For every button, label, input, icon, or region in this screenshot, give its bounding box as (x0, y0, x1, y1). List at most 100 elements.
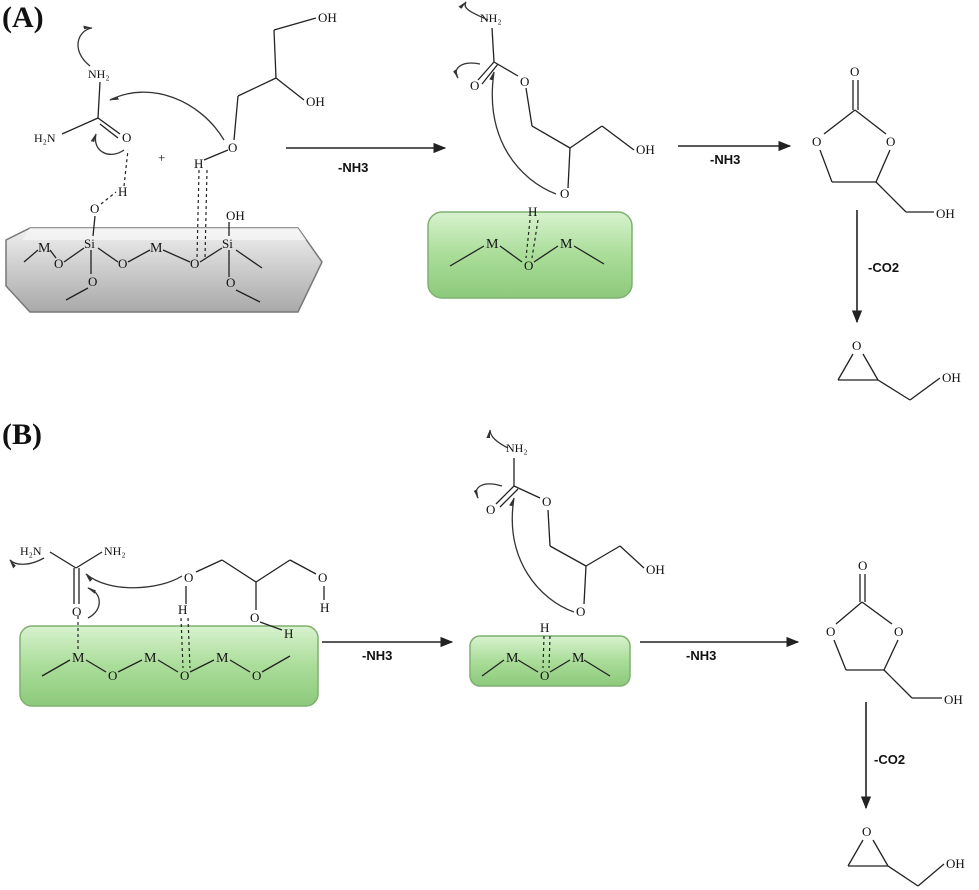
curly-arrow (486, 429, 509, 449)
oxygen-atom: O (190, 256, 199, 271)
oxygen-atom: O (252, 668, 261, 683)
metal-oxide-surface-a (427, 211, 633, 299)
ring-oxygen: O (886, 134, 895, 149)
curly-arrow (90, 133, 125, 155)
metal-atom: M (572, 651, 585, 666)
hydroxyl-group: OH (646, 562, 665, 577)
curly-arrow (85, 573, 183, 589)
curly-arrow (453, 62, 481, 79)
hydrogen-atom: H (194, 156, 203, 171)
glycerol-bonds-b (185, 559, 325, 631)
curly-arrow (87, 587, 100, 619)
curly-arrow (509, 497, 575, 613)
amine-group: NH₂ (480, 11, 502, 25)
epoxide-oxygen: O (852, 338, 861, 353)
hydroxyl-oxygen: O (250, 610, 259, 625)
urea-bonds-b (49, 551, 103, 604)
metal-atom: M (38, 241, 51, 256)
carbonyl-oxygen: O (470, 78, 479, 93)
hydroxyl-oxygen: O (318, 570, 327, 585)
oxygen-atom: O (540, 668, 549, 683)
oxygen-atom: O (524, 258, 533, 273)
hydroxyl-group: OH (944, 692, 963, 707)
hydroxyl-group: OH (226, 208, 245, 223)
hydroxyl-oxygen: O (184, 570, 193, 585)
alkoxide-oxygen: O (576, 604, 585, 619)
curly-arrow (9, 557, 45, 569)
ester-oxygen: O (520, 74, 529, 89)
step-label-nh3: -NH3 (686, 648, 716, 663)
metal-atom: M (486, 237, 499, 252)
hydrogen-atom: H (528, 204, 537, 219)
step-label-nh3: -NH3 (710, 152, 740, 167)
ring-oxygen: O (826, 624, 835, 639)
glycerol-carbonate-bonds-a (819, 80, 934, 213)
step-label-nh3: -NH3 (338, 160, 368, 175)
hydrogen-bond (542, 635, 545, 669)
carbonyl-oxygen: O (850, 64, 859, 79)
carbonyl-oxygen: O (72, 604, 81, 619)
ester-oxygen: O (542, 494, 551, 509)
hydroxyl-group: OH (936, 206, 955, 221)
carbamate-bonds-a (477, 27, 635, 189)
curly-arrow (109, 91, 225, 141)
hydrogen-bond (525, 219, 531, 259)
amine-group: NH₂ (88, 67, 110, 81)
hydrogen-bond (180, 617, 184, 669)
glycidol-bonds-a (837, 353, 941, 401)
hydrogen-atom: H (178, 602, 187, 617)
metal-atom: M (506, 651, 519, 666)
curly-arrow (489, 71, 557, 195)
step-label-nh3: -NH3 (362, 648, 392, 663)
carbonyl-oxygen: O (122, 130, 131, 145)
hydrogen-bond (196, 169, 200, 259)
oxygen-atom: O (180, 668, 189, 683)
hydrogen-atom: H (284, 626, 293, 641)
ring-oxygen: O (894, 624, 903, 639)
metal-atom: M (150, 241, 163, 256)
glycidol-bonds-b (847, 839, 945, 887)
step-label-co2: -CO2 (874, 752, 905, 767)
glycerol-carbonate-bonds-b (833, 574, 942, 699)
alkoxide-oxygen: O (560, 186, 569, 201)
metal-atom: M (560, 237, 573, 252)
panel-a-label: (A) (2, 1, 44, 34)
amine-group: H₂N (20, 544, 42, 558)
hydrogen-bond (123, 149, 129, 187)
silicon-atom: Si (84, 236, 95, 251)
oxygen-atom: O (90, 201, 99, 216)
curly-arrow (458, 1, 489, 21)
oxygen-atom: O (118, 256, 127, 271)
carbamate-bonds-b (495, 458, 645, 605)
metal-atom: M (72, 651, 85, 666)
epoxide-oxygen: O (862, 824, 871, 839)
hydroxyl-oxygen: O (228, 140, 237, 155)
amine-group: NH₂ (506, 441, 528, 455)
hydrogen-atom: H (118, 184, 127, 199)
panel-b-label: (B) (2, 418, 42, 451)
step-label-co2: -CO2 (868, 260, 899, 275)
urea-bonds-a (61, 81, 121, 139)
surface-bonds-a (23, 215, 263, 303)
oxygen-atom: O (226, 275, 235, 290)
plus-sign: + (158, 150, 165, 165)
amine-group: H₂N (34, 131, 56, 145)
oxygen-atom: O (54, 256, 63, 271)
hydrogen-bond (100, 191, 117, 205)
amine-group: NH₂ (104, 544, 126, 558)
ring-oxygen: O (812, 134, 821, 149)
hydroxyl-group: OH (318, 10, 337, 25)
hydroxyl-group: OH (636, 142, 655, 157)
oxygen-atom: O (88, 274, 97, 289)
hydroxyl-group: OH (946, 856, 965, 871)
hydrogen-atom: H (540, 620, 549, 635)
hydroxyl-group: OH (942, 370, 961, 385)
hydrogen-atom: H (320, 600, 329, 615)
carbonyl-oxygen: O (858, 558, 867, 573)
curly-arrow (473, 483, 503, 499)
hydroxyl-group: OH (306, 94, 325, 109)
silicon-atom: Si (222, 236, 233, 251)
curly-arrow (77, 25, 93, 67)
carbonyl-oxygen: O (486, 502, 495, 517)
